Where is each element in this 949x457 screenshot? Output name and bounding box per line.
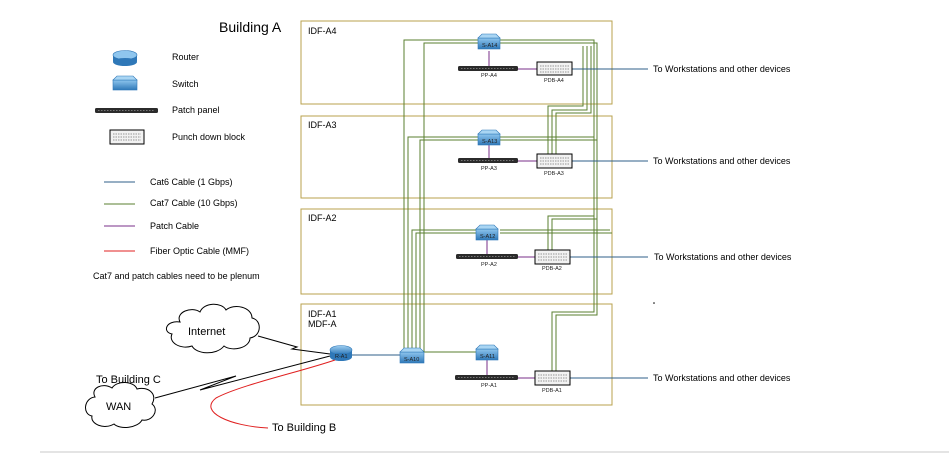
legend-patch-panel-label: Patch panel — [172, 105, 220, 115]
pdb-a4: PDB-A4 — [536, 61, 573, 84]
pdb-a1: PDB-A1 — [534, 370, 571, 394]
cat6-cables — [352, 68, 648, 379]
legend-patch-cable-label: Patch Cable — [150, 221, 199, 231]
patch-panel-pp-a2: PP-A2 — [456, 254, 518, 268]
floor-name-mdf: MDF-A — [308, 319, 337, 329]
cat7-risers — [403, 39, 612, 372]
router-r-a1: R-A1 — [329, 345, 353, 361]
stray-dot — [653, 302, 655, 304]
floor-box-a2 — [300, 208, 613, 295]
wan-cloud: WAN — [85, 382, 156, 428]
patch-cables — [486, 51, 537, 379]
workstations-label-a1: To Workstations and other devices — [653, 373, 791, 383]
pdb-a2: PDB-A2 — [534, 249, 571, 272]
switch-s-a12: S-A12 — [475, 224, 499, 241]
switch-icon — [112, 75, 138, 91]
pdb-label-a4: PDB-A4 — [544, 78, 564, 84]
patch-panel-pp-a4: PP-A4 — [458, 66, 518, 79]
to-building-b-label: To Building B — [272, 422, 336, 434]
switch-label-a11: S-A11 — [480, 354, 495, 360]
router-label: R-A1 — [335, 354, 348, 360]
internet-label: Internet — [188, 326, 225, 338]
pdb-label-a2: PDB-A2 — [542, 266, 562, 272]
legend-note: Cat7 and patch cables need to be plenum — [93, 271, 260, 281]
router-icon — [112, 50, 138, 66]
fiber-link-building-b — [210, 359, 336, 429]
floor-box-a3 — [300, 115, 613, 199]
workstations-label-a3: To Workstations and other devices — [653, 156, 791, 166]
internet-link — [257, 335, 331, 355]
legend-fiber-label: Fiber Optic Cable (MMF) — [150, 246, 249, 256]
patch-panel-pp-a1: PP-A1 — [455, 375, 518, 389]
switch-s-a14: S-A14 — [477, 33, 501, 50]
switch-label-a12: S-A12 — [480, 234, 495, 240]
legend: Router Switch Patch panel Punch down blo… — [93, 50, 260, 281]
legend-router-label: Router — [172, 52, 199, 62]
legend-cat6-label: Cat6 Cable (1 Gbps) — [150, 177, 233, 187]
switch-s-a10: S-A10 — [399, 347, 425, 364]
floor-name-a3: IDF-A3 — [308, 120, 337, 130]
legend-punch-down-label: Punch down block — [172, 132, 246, 142]
patch-panel-label-a2: PP-A2 — [481, 262, 497, 268]
floor-name-a1: IDF-A1 — [308, 309, 337, 319]
workstations-label-a2: To Workstations and other devices — [654, 252, 792, 262]
switch-label-a14: S-A14 — [482, 43, 497, 49]
patch-panel-icon — [95, 108, 158, 113]
punch-down-block-icon — [109, 129, 145, 145]
floor-box-a4 — [300, 20, 613, 105]
pdb-a3: PDB-A3 — [536, 153, 573, 177]
workstations-label-a4: To Workstations and other devices — [653, 64, 791, 74]
building-title: Building A — [219, 19, 282, 35]
patch-panel-label-a3: PP-A3 — [481, 166, 497, 172]
patch-panel-pp-a3: PP-A3 — [458, 158, 518, 172]
floor-name-a2: IDF-A2 — [308, 213, 337, 223]
legend-switch-label: Switch — [172, 79, 199, 89]
internet-cloud: Internet — [165, 303, 260, 354]
pdb-label-a1: PDB-A1 — [542, 388, 562, 394]
switch-label-a13: S-A13 — [482, 139, 497, 145]
floor-box-a1 — [300, 303, 613, 406]
legend-cat7-label: Cat7 Cable (10 Gbps) — [150, 198, 238, 208]
floor-name-a4: IDF-A4 — [308, 26, 337, 36]
patch-panel-label-a1: PP-A1 — [481, 383, 497, 389]
switch-s-a11: S-A11 — [475, 344, 499, 361]
patch-panel-label-a4: PP-A4 — [481, 73, 497, 79]
wan-link — [154, 355, 331, 399]
pdb-label-a3: PDB-A3 — [544, 171, 564, 177]
switch-s-a13: S-A13 — [477, 129, 501, 146]
switch-label-a10: S-A10 — [404, 357, 419, 363]
to-building-c-label: To Building C — [96, 374, 161, 386]
wan-label: WAN — [106, 401, 131, 413]
